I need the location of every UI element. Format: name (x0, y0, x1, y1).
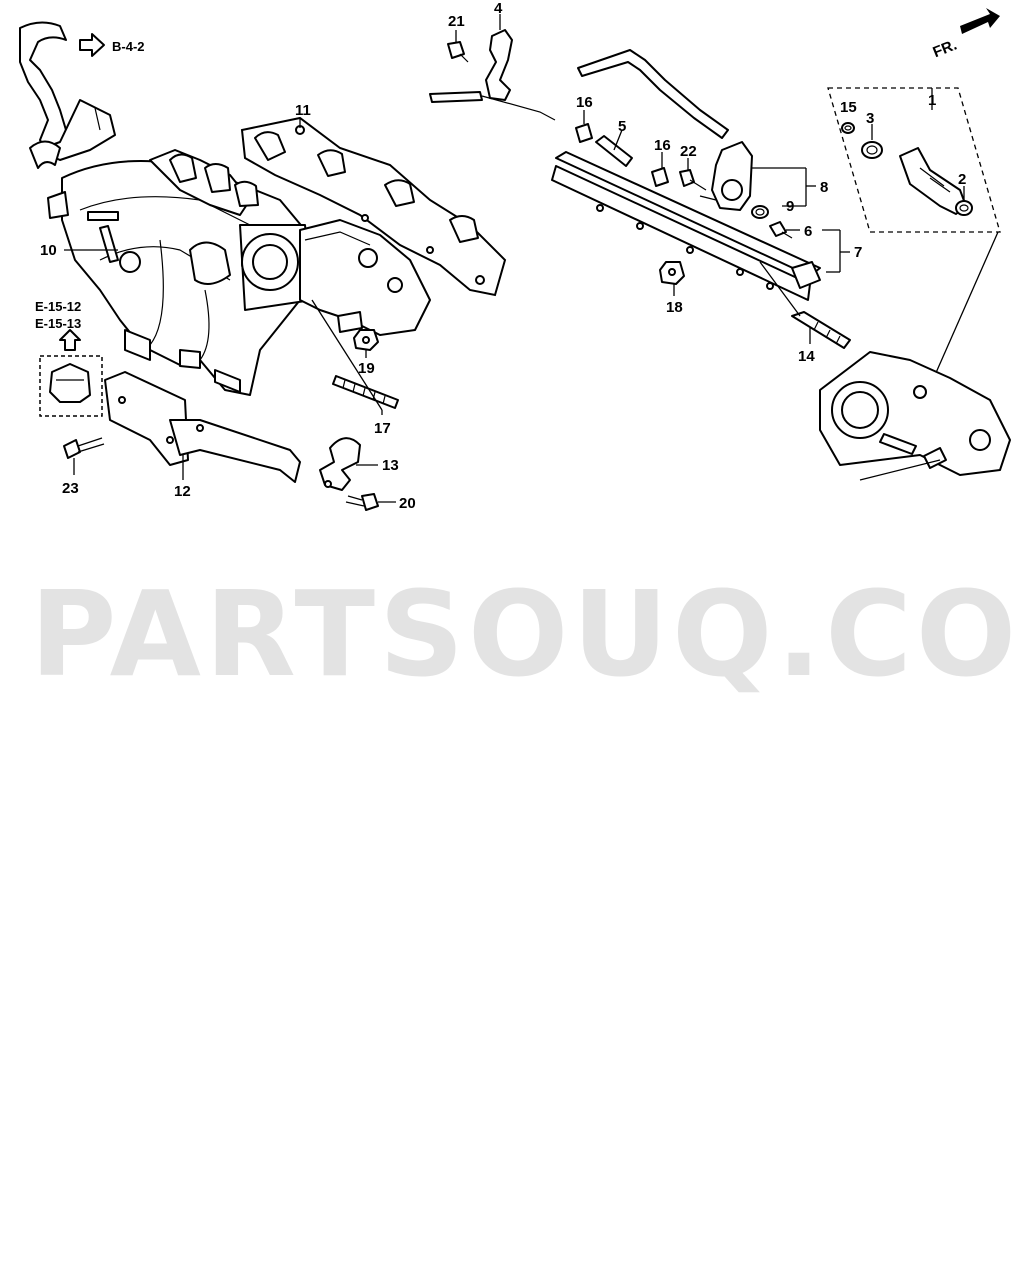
seal-ring-2 (955, 186, 973, 216)
o-ring-9 (751, 205, 769, 219)
label-15: 15 (840, 99, 857, 116)
clip-13 (319, 437, 378, 491)
label-8: 8 (820, 179, 828, 196)
nut-19 (353, 329, 379, 358)
nut-18 (659, 261, 685, 296)
manifold-bracket (104, 371, 301, 483)
label-9: 9 (786, 198, 794, 215)
bolt-22 (679, 158, 707, 191)
label-20: 20 (399, 495, 416, 512)
fuel-injector (899, 147, 967, 215)
leader-7 (822, 229, 850, 273)
hose-bracket-4 (429, 14, 556, 121)
cushion-ring-3 (861, 124, 883, 159)
watermark: PARTSOUQ.COM (30, 565, 1024, 703)
label-13: 13 (382, 457, 399, 474)
label-12: 12 (174, 483, 191, 500)
label-5: 5 (618, 118, 626, 135)
label-4: 4 (494, 0, 503, 17)
label-3: 3 (866, 110, 874, 127)
ref-e1512-label: E-15-12 (35, 299, 81, 314)
label-1: 1 (928, 92, 936, 109)
fuel-rail (551, 151, 821, 301)
label-10: 10 (40, 242, 57, 259)
label-2: 2 (958, 171, 966, 188)
intake-manifold (47, 149, 431, 396)
label-17: 17 (374, 420, 391, 437)
bolt-20 (345, 493, 396, 511)
ref-b42-label: B-4-2 (112, 39, 145, 54)
label-18: 18 (666, 299, 683, 316)
label-19: 19 (358, 360, 375, 377)
bolt-21 (447, 30, 469, 63)
bolt-23 (63, 437, 105, 475)
ref-e1513-label: E-15-13 (35, 316, 81, 331)
label-23: 23 (62, 480, 79, 497)
front-label: FR. (931, 36, 960, 61)
injector-kit-box (827, 87, 1001, 233)
top-left-clamp-bracket (19, 21, 116, 169)
label-21: 21 (448, 13, 465, 30)
label-22: 22 (680, 143, 697, 160)
fuel-hose-5 (595, 129, 633, 167)
label-7: 7 (854, 244, 862, 261)
vacuum-hose-top (577, 49, 729, 139)
label-16b: 16 (654, 137, 671, 154)
front-direction-arrow (960, 8, 1000, 34)
label-11: 11 (295, 102, 311, 119)
stud-14 (759, 261, 851, 349)
manifold-detail-right (819, 351, 1011, 481)
intake-manifold-gasket (240, 116, 507, 297)
stud-17 (311, 299, 399, 415)
label-14: 14 (798, 348, 815, 365)
o-ring-15 (841, 122, 855, 134)
fuel-pressure-regulator (699, 141, 816, 211)
ref-arrow-b42 (79, 33, 105, 57)
leader-kit-to-manifold (934, 231, 999, 376)
label-16a: 16 (576, 94, 593, 111)
e15-reference-box (39, 329, 103, 417)
label-6: 6 (804, 223, 812, 240)
hose-clamp-16b (651, 152, 669, 187)
hose-clamp-16a (575, 110, 593, 143)
bolt-6 (769, 221, 800, 239)
